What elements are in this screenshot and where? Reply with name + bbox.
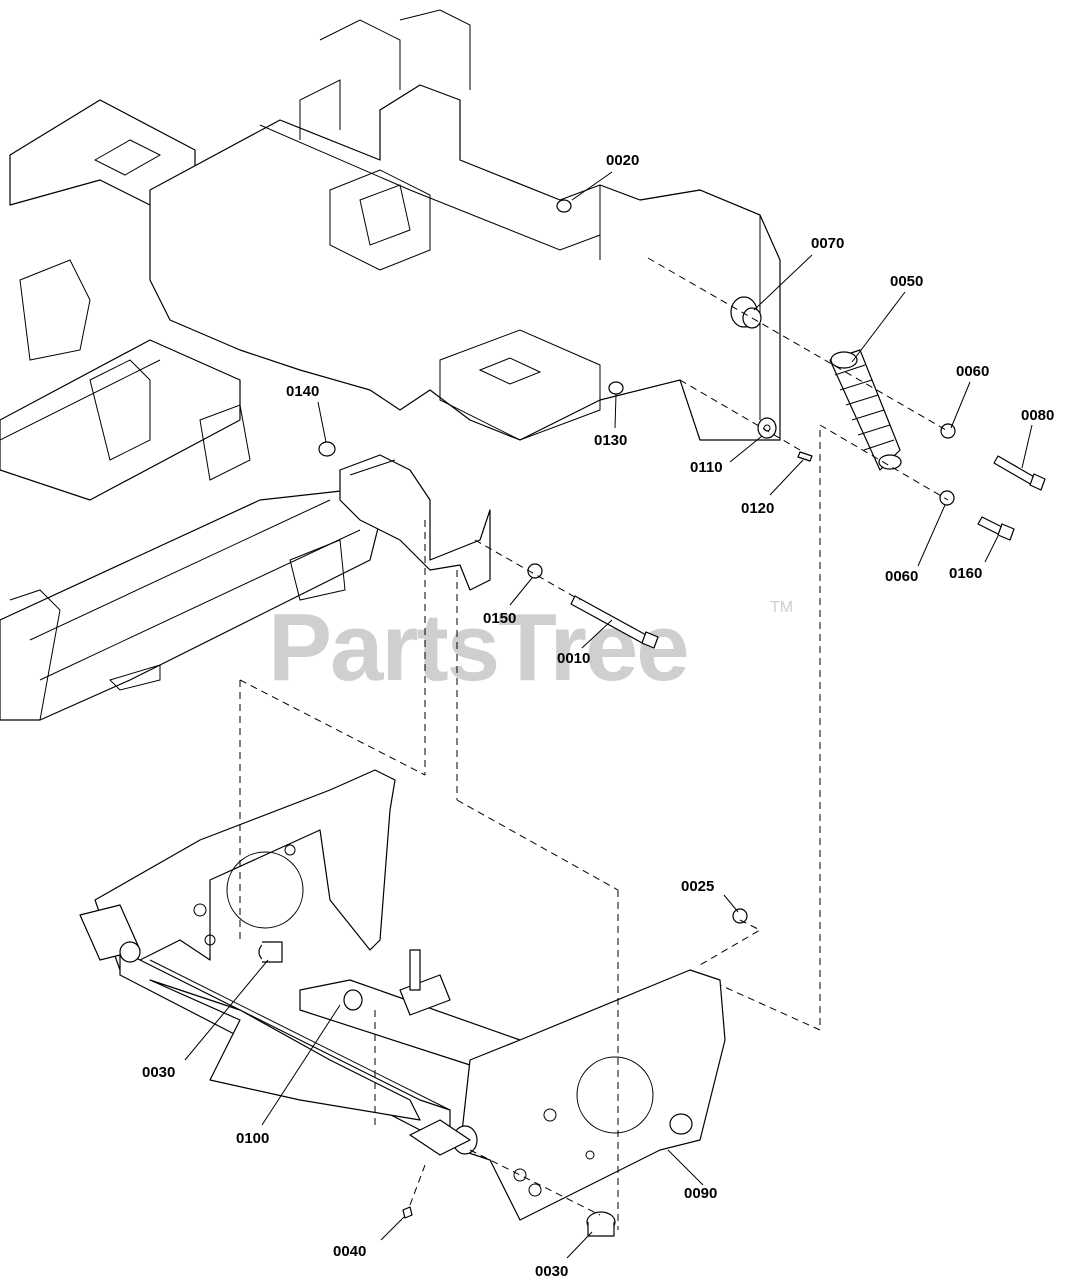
callout-0070: 0070 bbox=[811, 235, 844, 252]
callout-0150: 0150 bbox=[483, 610, 516, 627]
callout-0090: 0090 bbox=[684, 1185, 717, 1202]
callout-0140: 0140 bbox=[286, 383, 319, 400]
callout-0160: 0160 bbox=[949, 565, 982, 582]
callout-0020: 0020 bbox=[606, 152, 639, 169]
hardware-parts bbox=[318, 199, 1046, 1237]
callout-0120: 0120 bbox=[741, 500, 774, 517]
pivot-frame-0090 bbox=[79, 769, 726, 1221]
callout-0010: 0010 bbox=[557, 650, 590, 667]
callout-0100: 0100 bbox=[236, 1130, 269, 1147]
callout-0025: 0025 bbox=[681, 878, 714, 895]
callout-0110: 0110 bbox=[690, 459, 723, 476]
callout-labels: 0020 0070 0050 0060 0080 0140 0130 0110 … bbox=[142, 152, 1054, 1280]
callout-0030-lower: 0030 bbox=[535, 1263, 568, 1280]
callout-0050: 0050 bbox=[890, 273, 923, 290]
watermark-trademark: TM bbox=[770, 599, 793, 616]
shock-absorber-0050 bbox=[829, 349, 902, 471]
watermark-text: PartsTree bbox=[268, 594, 688, 701]
callout-0030-upper: 0030 bbox=[142, 1064, 175, 1081]
callout-0060-upper: 0060 bbox=[956, 363, 989, 380]
callout-0080: 0080 bbox=[1021, 407, 1054, 424]
callout-0060-lower: 0060 bbox=[885, 568, 918, 585]
main-frame bbox=[0, 9, 781, 721]
leader-lines bbox=[184, 171, 1033, 1259]
callout-0130: 0130 bbox=[594, 432, 627, 449]
callout-0040: 0040 bbox=[333, 1243, 366, 1260]
assembly-lines bbox=[239, 257, 949, 1230]
watermark: PartsTree TM bbox=[268, 594, 793, 701]
